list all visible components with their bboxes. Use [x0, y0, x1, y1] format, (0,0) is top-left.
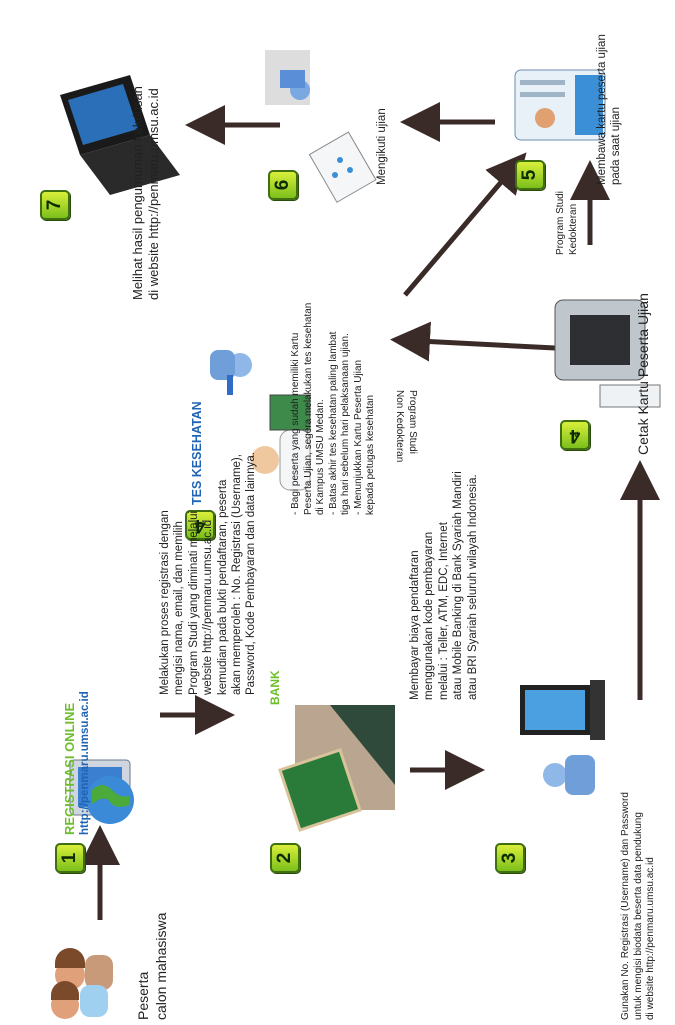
printer-icon — [554, 299, 661, 408]
step-1-heading: REGISTRASI ONLINE http://penmaru.umsu.ac… — [62, 691, 92, 835]
step-3-badge: 3 — [495, 843, 525, 873]
step-2-title: BANK — [268, 670, 282, 705]
step-5-description: Membawa kartu peserta ujian pada saat uj… — [596, 34, 623, 185]
doctor-icon — [210, 350, 311, 491]
step-6-caption: Mengikuti ujian — [376, 108, 388, 185]
step-2-description: Membayar biaya pendaftaran menggunakan k… — [409, 471, 479, 700]
step-4a-caption: Cetak Kartu Peserta Ujian — [635, 293, 651, 455]
step-7-badge: 7 — [40, 190, 70, 220]
step-5-badge: 5 — [515, 160, 545, 190]
people-icon — [51, 948, 113, 1019]
exam-card-icon — [514, 69, 606, 141]
step-4b-description: - Bagi peserta yang sudah memiliki Kartu… — [290, 302, 376, 515]
step-6-badge: 6 — [268, 170, 298, 200]
step-4b-title: TES KESEHATAN — [190, 401, 204, 505]
step-7-description: Melihat hasil pengumuman kelulusan di we… — [130, 86, 162, 300]
branch-kedokteran-label: Program Studi Kedokteran — [555, 191, 579, 255]
step-2-badge: 2 — [270, 843, 300, 873]
bank-card-photo — [278, 705, 395, 832]
step-3-description: Gunakan No. Registrasi (Username) dan Pa… — [620, 792, 656, 1020]
laptop-result-icon — [60, 75, 180, 195]
branch-non-kedokteran-label: Program Studi Non Kedokteran — [394, 390, 419, 463]
globe-monitor-icon — [69, 759, 134, 824]
start-label: Peserta calon mahasiswa — [135, 912, 169, 1020]
arrow-4a-to-5 — [403, 152, 527, 297]
step-1-description: Melakukan proses registrasi dengan mengi… — [159, 452, 258, 695]
laptop-person-icon — [520, 680, 605, 795]
step-1-badge: 1 — [55, 843, 85, 873]
arrow-4a-to-4b — [390, 321, 556, 362]
exam-icon — [265, 50, 377, 203]
